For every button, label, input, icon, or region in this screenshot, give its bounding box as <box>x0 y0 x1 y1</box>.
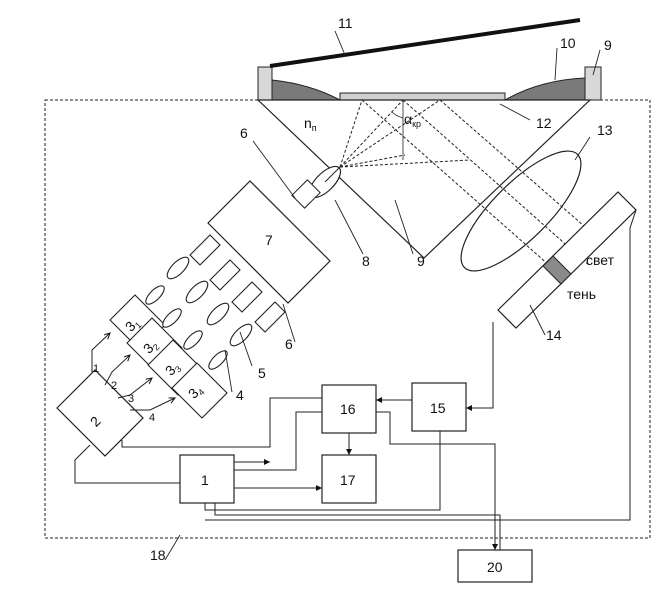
angle-arc <box>391 111 404 119</box>
block-7 <box>207 180 331 304</box>
shadow-label: тень <box>567 286 596 302</box>
callout-8: 8 <box>362 253 370 269</box>
light-label: свет <box>586 252 615 268</box>
sources <box>109 234 286 419</box>
line-1-label: 1 <box>93 363 99 375</box>
callout-15: 14 <box>546 327 562 343</box>
callout-7: 7 <box>265 232 273 248</box>
cover-12 <box>269 18 581 68</box>
callout-6b: 6 <box>285 336 293 352</box>
callout-6a: 6 <box>240 125 248 141</box>
lens-8 <box>291 165 342 209</box>
block-17 <box>321 384 377 434</box>
callout-10: 9 <box>604 37 612 53</box>
light-rays <box>339 99 601 267</box>
callout-1: 1 <box>201 472 209 488</box>
line-2-label: 2 <box>111 380 117 392</box>
callout-18: 17 <box>340 472 356 488</box>
gasket-right-11 <box>503 77 586 101</box>
block-18 <box>321 454 377 504</box>
source-labels: 31 32 33 34 <box>122 318 207 402</box>
block-1 <box>179 454 235 504</box>
leaders <box>164 30 601 561</box>
callout-13: 12 <box>536 115 552 131</box>
refractive-index-label: nп <box>304 115 317 133</box>
wires <box>74 209 637 550</box>
lens-14 <box>460 150 582 272</box>
line-3-label: 3 <box>128 393 134 405</box>
cell-wall-right-10 <box>584 66 602 101</box>
callout-19: 18 <box>150 547 166 563</box>
callout-20: 20 <box>487 559 503 575</box>
callout-12: 11 <box>338 15 353 31</box>
callout-11: 10 <box>560 35 576 51</box>
callout-16: 15 <box>430 400 446 416</box>
detector-15 <box>497 191 637 329</box>
sample-cell <box>257 18 602 101</box>
wires-2-to-sources <box>91 333 175 411</box>
sample-layer-13 <box>339 92 506 101</box>
callout-9: 9 <box>417 253 425 269</box>
block-2 <box>56 369 144 457</box>
callout-5: 5 <box>258 365 266 381</box>
critical-angle-label: αкр <box>404 111 421 129</box>
prism-9 <box>256 99 592 259</box>
callout-14: 13 <box>597 122 613 138</box>
shadow-zone <box>542 255 572 285</box>
callout-labels: 11 10 9 12 13 6 7 8 9 6 5 4 14 15 16 17 … <box>87 15 613 575</box>
gasket-left <box>271 79 341 101</box>
callout-4: 4 <box>236 387 244 403</box>
cell-wall-left <box>257 66 273 101</box>
callout-17: 16 <box>340 401 356 417</box>
line-4-label: 4 <box>149 412 155 424</box>
block-20 <box>457 549 533 583</box>
line-labels: 1 2 3 4 <box>93 363 155 424</box>
